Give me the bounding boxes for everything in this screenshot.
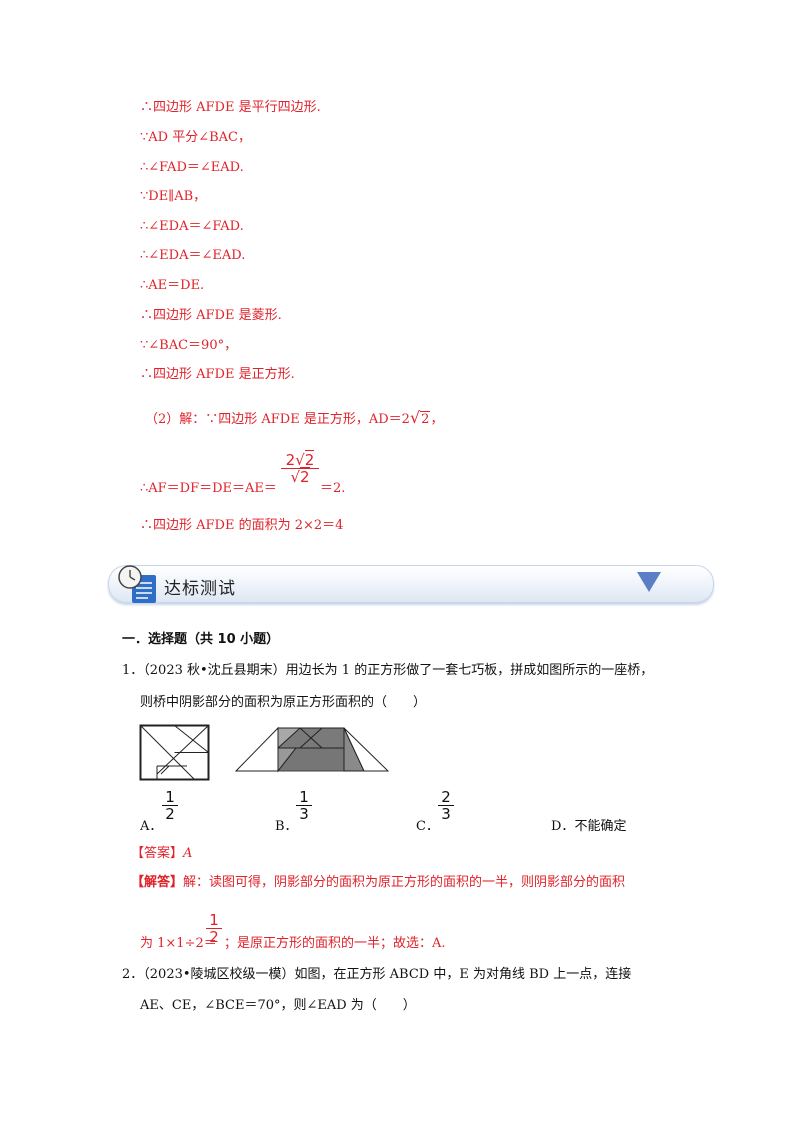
q1-answer: 【答案】A [131,845,192,863]
sqrt-radicand: 2 [420,411,431,427]
frac-den-radicand: 2 [300,467,310,486]
proof-line: ∴∠EDA＝∠FAD. [140,219,244,234]
frac-num-radicand: 2 [304,450,315,469]
fraction-2sqrt2-over-sqrt2: 2√2 √2 [281,450,319,486]
option-d-letter: D． [551,819,575,834]
tangram-square-figure [139,724,210,781]
option-a-letter[interactable]: A． [140,819,163,834]
proof-line: ∴四边形 AFDE 是菱形. [140,308,282,323]
q2-number: 2． [122,967,144,982]
section-banner: 达标测试 [108,565,714,605]
q2-stem-line1: 2．（2023•陵城区校级一模）如图，在正方形 ABCD 中，E 为对角线 BD… [122,966,631,984]
part2-line2-prefix: ∴AF＝DF＝DE＝AE＝ [140,481,277,496]
proof-line: ∴AE＝DE. [140,278,205,293]
analysis-tag: 【解答】 [131,875,184,890]
proof-line: ∴四边形 AFDE 是正方形. [140,367,295,382]
part2-line2-suffix: ＝2. [320,481,346,496]
analysis-text: 解：读图可得，阴影部分的面积为原正方形的面积的一半，则阴影部分的面积 [183,875,626,890]
proof-line: ∵DE∥AB， [140,189,207,204]
part2-suffix: ， [430,412,444,427]
q1-stem-text: （2023 秋•沈丘县期末）用边长为 1 的正方形做了一套七巧板，拼成如图所示的… [143,663,654,678]
option-d-text: 不能确定 [574,819,627,834]
option-c-letter[interactable]: C． [416,819,439,834]
banner-title: 达标测试 [164,579,236,599]
proof-line: ∴∠FAD＝∠EAD. [140,160,244,175]
proof-line: ∴∠EDA＝∠EAD. [140,248,246,263]
q1-analysis-line1: 【解答】解：读图可得，阴影部分的面积为原正方形的面积的一半，则阴影部分的面积 [131,874,625,892]
part2-line3: ∴四边形 AFDE 的面积为 2×2＝4 [140,518,344,533]
sqrt-symbol: √ [409,408,421,427]
answer-value: A [183,846,193,861]
tangram-bridge-figure [234,726,390,773]
proof-line: ∴四边形 AFDE 是平行四边形. [140,100,321,115]
triangle-down-icon [637,572,661,592]
clock-document-icon [118,565,156,603]
option-b-letter[interactable]: B． [275,819,298,834]
proof-line: ∵AD 平分∠BAC， [140,130,251,145]
proof-line: ∵∠BAC＝90°， [140,338,238,353]
q1-stem-line1: 1．（2023 秋•沈丘县期末）用边长为 1 的正方形做了一套七巧板，拼成如图所… [122,662,653,680]
q1-stem-line2: 则桥中阴影部分的面积为原正方形面积的（ ） [140,695,427,710]
q2-stem-text: （2023•陵城区校级一模）如图，在正方形 ABCD 中，E 为对角线 BD 上… [143,967,632,982]
part2-prefix: （2）解：∵四边形 AFDE 是正方形，AD＝2 [145,412,410,427]
section-heading: 一．选择题（共 10 小题） [122,632,280,647]
part2-line2: ∴AF＝DF＝DE＝AE＝ [140,480,277,498]
part2-line1: （2）解：∵四边形 AFDE 是正方形，AD＝2√2， [145,409,443,429]
q2-stem-line2: AE、CE，∠BCE＝70°，则∠EAD 为（ ） [140,998,416,1013]
frac-coef: 2 [285,451,296,469]
option-d[interactable]: D．不能确定 [551,815,626,834]
q1-number: 1． [122,663,144,678]
answer-tag: 【答案】 [131,846,184,861]
q1-analysis-line2-prefix: 为 1×1÷2＝ [140,936,217,951]
q1-analysis-line2-suffix: ；是原正方形的面积的一半；故选：A. [224,936,446,951]
banner-band [108,565,714,603]
